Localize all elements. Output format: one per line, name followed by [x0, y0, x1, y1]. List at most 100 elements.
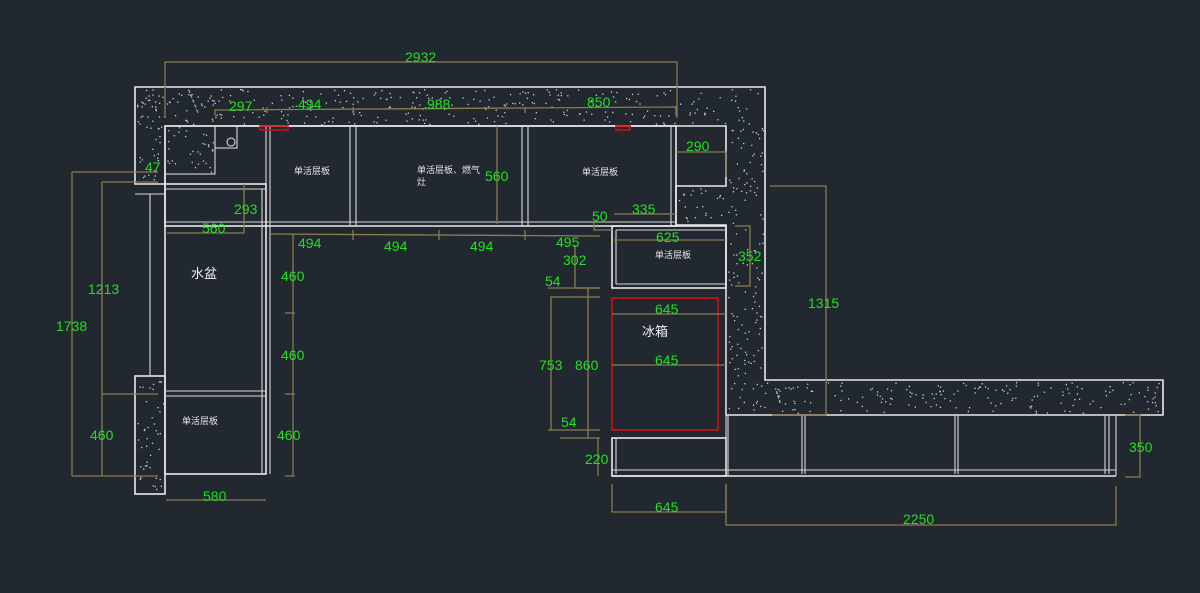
speckle — [209, 167, 211, 169]
dim-text: 580 — [203, 488, 227, 504]
speckle — [922, 397, 924, 399]
speckle — [656, 95, 658, 97]
speckle — [743, 169, 745, 171]
speckle — [155, 108, 157, 110]
speckle — [373, 121, 375, 123]
speckle — [737, 328, 739, 331]
speckle — [302, 97, 304, 99]
speckle — [320, 93, 322, 95]
speckle — [731, 130, 733, 132]
speckle — [877, 391, 879, 393]
speckle — [192, 99, 194, 101]
cabinet-label: 单活层板 — [655, 249, 691, 261]
speckle — [746, 338, 749, 340]
speckle — [1012, 397, 1014, 399]
speckle — [280, 118, 283, 120]
speckle — [185, 130, 188, 132]
speckle — [990, 402, 992, 404]
speckle — [861, 405, 863, 408]
dim-text: 1738 — [56, 318, 87, 334]
speckle — [728, 179, 731, 181]
speckle — [731, 89, 733, 91]
speckle — [159, 142, 161, 144]
speckle — [211, 118, 214, 120]
speckle — [1130, 393, 1132, 396]
speckle — [731, 284, 733, 286]
speckle — [449, 97, 451, 99]
dim-350 — [1125, 414, 1141, 478]
speckle — [240, 89, 242, 91]
speckle — [731, 358, 733, 360]
ticks — [285, 312, 295, 477]
speckle — [155, 110, 157, 112]
speckle — [168, 140, 170, 143]
speckle — [359, 112, 361, 114]
speckle — [152, 485, 154, 487]
speckle — [631, 113, 633, 116]
speckle — [205, 162, 207, 165]
speckle — [253, 99, 255, 101]
speckle — [353, 97, 355, 99]
speckle — [137, 121, 139, 123]
speckle — [264, 110, 266, 112]
speckle — [315, 116, 317, 118]
speckle — [753, 354, 755, 357]
speckle — [380, 97, 382, 99]
speckle — [758, 279, 761, 281]
speckle — [937, 385, 939, 387]
speckle — [721, 214, 723, 216]
speckle — [473, 98, 475, 101]
speckle — [765, 392, 767, 394]
speckle — [1035, 410, 1037, 412]
speckle — [493, 121, 496, 123]
dim-text: 988 — [427, 96, 451, 112]
dim-text: 494 — [298, 235, 322, 251]
speckle — [1009, 388, 1011, 391]
dim-text: 460 — [281, 347, 305, 363]
speckle — [861, 396, 864, 398]
speckle — [1154, 396, 1156, 398]
speckle — [744, 184, 746, 186]
dim-text: 1213 — [88, 281, 119, 297]
speckle — [505, 122, 507, 125]
speckle — [473, 118, 475, 120]
speckle — [735, 214, 738, 216]
speckle — [512, 102, 514, 105]
speckle — [939, 406, 942, 408]
speckle — [192, 101, 195, 103]
speckle — [242, 90, 244, 92]
speckle — [759, 327, 761, 330]
speckle — [643, 117, 645, 119]
speckle — [207, 100, 209, 102]
speckle — [871, 387, 873, 390]
speckle — [302, 91, 304, 93]
speckle — [776, 392, 778, 395]
speckle — [1036, 395, 1039, 397]
speckle — [731, 206, 733, 208]
speckle — [719, 194, 722, 197]
speckle — [353, 113, 355, 115]
speckle — [389, 92, 391, 95]
speckle — [957, 390, 959, 392]
speckle — [208, 145, 210, 148]
speckle — [337, 94, 340, 96]
speckle — [700, 188, 702, 190]
speckle — [963, 382, 965, 385]
speckle — [151, 442, 154, 444]
speckle — [663, 92, 665, 94]
speckle — [744, 359, 746, 362]
speckle — [484, 89, 486, 92]
dim-2932 — [164, 61, 678, 118]
speckle — [691, 103, 693, 105]
dim-text: 1315 — [808, 295, 839, 311]
speckle — [141, 101, 143, 103]
speckle — [578, 113, 581, 115]
dim-text: 460 — [90, 427, 114, 443]
speckle — [722, 198, 724, 200]
speckle — [411, 106, 413, 108]
speckle — [731, 388, 733, 390]
speckle — [629, 121, 632, 123]
speckle — [168, 130, 170, 132]
speckle — [446, 90, 448, 93]
speckle — [797, 412, 799, 414]
